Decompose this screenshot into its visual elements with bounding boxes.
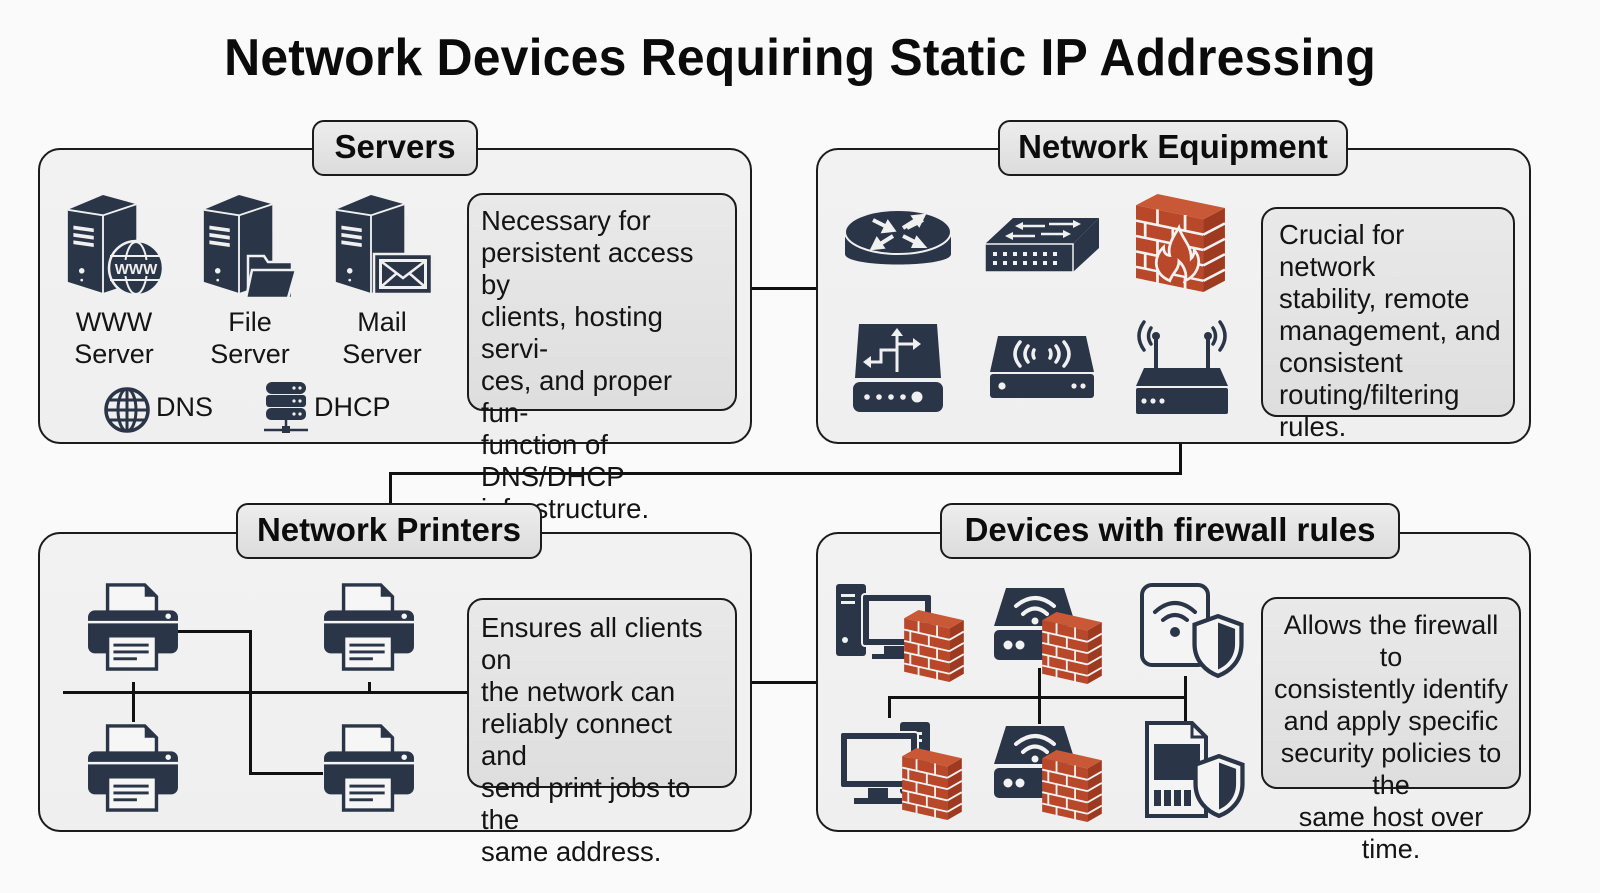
switch-icon (984, 218, 1099, 273)
file-server-icon (202, 193, 298, 300)
desktop-firewall-icon (836, 584, 965, 682)
wireless-access-point-icon (990, 336, 1094, 398)
page-title: Network Devices Requiring Static IP Addr… (224, 29, 1376, 87)
dns-label: DNS (156, 392, 214, 422)
firewall-devices-description: Allows the firewall to consistently iden… (1261, 597, 1521, 864)
servers-panel-label: Servers (312, 120, 478, 176)
connector-printers-firewall (751, 681, 817, 684)
servers-description: Necessary for persistent access by clien… (467, 193, 737, 524)
www-server-label: WWW Server (74, 307, 154, 369)
connector-to-printers (389, 472, 392, 505)
connector-equipment-down (1179, 443, 1182, 474)
mail-server-label: Mail Server (342, 307, 422, 369)
printer-icon (86, 583, 180, 671)
printer-link-1-down (132, 682, 135, 722)
nas-firewall-icon (992, 724, 1103, 822)
printer-icon (322, 583, 416, 671)
svg-text:WWW: WWW (115, 261, 158, 278)
printer-link-cross-horizontal (249, 772, 323, 775)
connector-horizontal-middle (389, 472, 1182, 475)
desktop-firewall-icon (839, 722, 963, 820)
mobile-shield-icon (1145, 721, 1248, 818)
network-printers-panel-label: Network Printers (236, 503, 542, 559)
firewall-devices-panel-label: Devices with firewall rules (940, 503, 1400, 559)
nas-firewall-icon (992, 586, 1103, 684)
mail-server-icon (334, 193, 434, 296)
dhcp-label: DHCP (314, 392, 391, 422)
printer-link-2-down (368, 682, 371, 692)
network-printers-description: Ensures all clients on the network can r… (467, 598, 737, 867)
printer-icon (86, 724, 180, 812)
firewall-bus-line (888, 696, 1186, 699)
printer-link-1-right (178, 630, 250, 633)
network-equipment-description: Crucial for network stability, remote ma… (1261, 207, 1515, 442)
file-server-label: File Server (210, 307, 290, 369)
iot-shield-icon (1140, 583, 1247, 680)
layer3-switch-icon (853, 324, 943, 412)
printer-link-cross-vertical (249, 630, 252, 774)
globe-icon (104, 387, 150, 433)
firewall-icon (1136, 194, 1227, 292)
firewall-link-center (1038, 668, 1041, 724)
router-icon (844, 209, 952, 265)
printer-icon (322, 724, 416, 812)
database-network-icon (264, 382, 308, 433)
printer-bus-line (63, 691, 468, 694)
wifi-router-icon (1136, 320, 1228, 414)
network-equipment-panel-label: Network Equipment (998, 120, 1348, 176)
firewall-link-left (888, 696, 891, 718)
connector-servers-equipment (751, 287, 817, 290)
www-server-icon: WWW (66, 193, 162, 297)
firewall-link-right (1184, 676, 1187, 722)
